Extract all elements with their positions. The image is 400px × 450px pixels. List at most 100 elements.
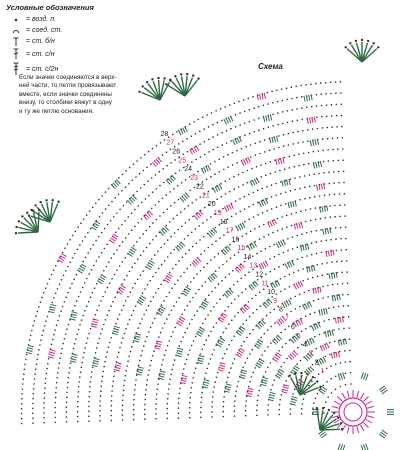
chain-dot xyxy=(262,104,265,107)
stitch xyxy=(318,309,321,316)
stitch xyxy=(317,321,321,328)
chain-dot xyxy=(66,396,68,399)
stitch xyxy=(202,383,209,387)
chain-dot xyxy=(240,277,243,280)
center-stitch xyxy=(331,415,339,419)
stitch xyxy=(311,337,315,344)
chain-dot xyxy=(170,205,172,207)
chain-dot xyxy=(163,300,165,302)
fan-stitch xyxy=(159,80,165,101)
chain-dot xyxy=(201,391,203,394)
stitch xyxy=(324,228,327,235)
chain-dot xyxy=(152,239,154,241)
stitch xyxy=(79,265,86,270)
chain-dot xyxy=(98,256,100,258)
chain-dot xyxy=(344,215,347,217)
chain-dot xyxy=(334,375,337,378)
chain-dot xyxy=(196,362,198,365)
chain-dot xyxy=(54,292,57,295)
chain-dot xyxy=(193,173,195,176)
stitch xyxy=(339,372,343,380)
chain-dot xyxy=(254,142,256,145)
chain-dot xyxy=(211,416,213,418)
chain-dot xyxy=(301,244,303,247)
chain-dot xyxy=(244,122,246,125)
chain-dot xyxy=(207,314,209,316)
stitch xyxy=(288,178,291,186)
chain-dot xyxy=(338,328,340,330)
stitch-group xyxy=(319,205,329,213)
chain-dot xyxy=(169,378,171,381)
chain-dot xyxy=(172,217,175,220)
chain-dot xyxy=(163,260,166,262)
chain-dot xyxy=(181,256,184,259)
chain-dot xyxy=(193,186,195,189)
chain-dot xyxy=(139,359,141,362)
chain-dot xyxy=(95,239,97,242)
chain-dot xyxy=(207,246,210,249)
chain-dot xyxy=(131,287,134,289)
chain-dot xyxy=(205,178,208,181)
stitch xyxy=(27,344,34,348)
chain-dot xyxy=(231,164,234,166)
chain-dot xyxy=(88,405,90,408)
stitch xyxy=(133,337,140,341)
chain-dot xyxy=(252,203,255,206)
chain-dot xyxy=(269,270,272,273)
chain-dot xyxy=(269,172,272,175)
chain-dot xyxy=(42,329,45,332)
chain-dot xyxy=(247,385,250,388)
stitch xyxy=(225,291,231,297)
stitch-group xyxy=(142,210,154,221)
stitch-group xyxy=(303,351,314,362)
picot xyxy=(300,371,303,375)
stitch xyxy=(183,193,188,200)
stitch-group xyxy=(304,337,315,347)
chain-dot xyxy=(271,384,274,386)
stitch xyxy=(283,301,288,308)
stitch xyxy=(318,389,325,395)
chain-dot xyxy=(132,403,135,406)
stitch xyxy=(179,316,186,321)
chain-dot xyxy=(145,309,148,311)
chain-dot xyxy=(173,232,176,234)
stitch xyxy=(307,367,313,373)
chain-dot xyxy=(343,327,345,330)
chain-dot xyxy=(336,137,339,139)
chain-dot xyxy=(339,204,341,206)
stitch xyxy=(293,223,296,230)
stitch xyxy=(162,227,168,233)
stitch xyxy=(330,352,333,359)
chain-dot xyxy=(116,292,119,294)
chain-dot xyxy=(74,252,76,255)
chain-dot xyxy=(200,411,202,414)
chain-dot xyxy=(92,243,95,246)
chain-dot xyxy=(167,393,169,395)
stitch xyxy=(219,316,225,321)
chain-dot xyxy=(60,279,63,281)
chain-dot xyxy=(286,357,289,360)
chain-dot xyxy=(183,368,185,370)
chain-dot xyxy=(176,214,178,217)
chain-dot xyxy=(200,401,202,404)
stitch xyxy=(176,322,182,327)
chain-dot xyxy=(67,381,69,384)
chain-dot xyxy=(205,372,207,375)
chain-dot xyxy=(239,124,241,126)
chain-dot xyxy=(337,148,339,150)
chain-dot xyxy=(294,177,296,179)
stitch xyxy=(215,343,222,348)
chain-dot xyxy=(131,179,134,182)
fan-stitch xyxy=(152,80,161,101)
chain-dot xyxy=(280,88,283,90)
chain-dot xyxy=(23,368,26,371)
fan-stitch xyxy=(49,202,54,223)
stitch xyxy=(133,340,140,343)
chain-dot xyxy=(216,121,219,124)
chain-dot xyxy=(104,191,107,193)
chain-dot xyxy=(91,366,94,369)
chain-dot xyxy=(243,260,246,263)
chain-dot xyxy=(267,126,270,128)
stitch xyxy=(165,179,171,185)
